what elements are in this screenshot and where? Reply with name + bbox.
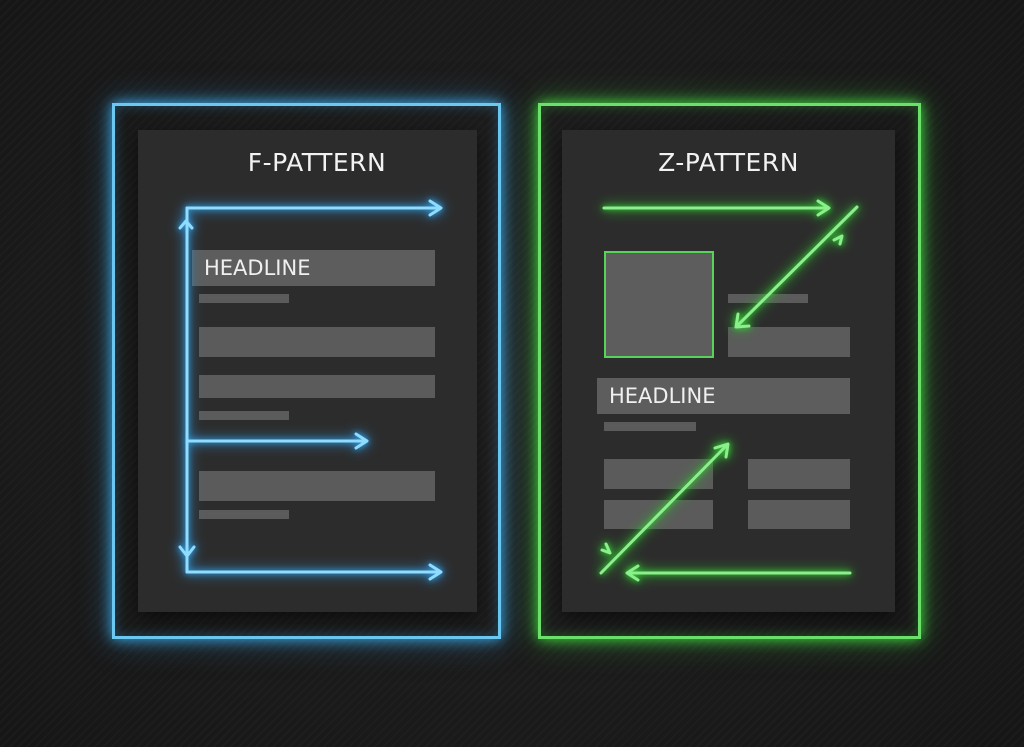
z-pattern-text-block (748, 500, 850, 529)
z-small-lower-arrowhead-icon (600, 542, 612, 555)
f-pattern-text-line (199, 510, 289, 519)
f-pattern-title: F-PATTERN (247, 148, 387, 177)
f-pattern-text-block (199, 375, 435, 398)
f-pattern-text-line (199, 411, 289, 420)
z-pattern-text-block (604, 459, 713, 489)
z-pattern-image-placeholder (604, 251, 714, 358)
z-lower-diagonal-arrowhead-icon (713, 442, 730, 459)
f-pattern-text-line (199, 294, 289, 303)
z-bottom-arrowhead-icon (625, 564, 640, 582)
z-pattern-text-line (604, 422, 696, 431)
z-pattern-text-line (728, 294, 808, 303)
z-pattern-text-block (748, 459, 850, 489)
f-pattern-headline: HEADLINE (192, 250, 435, 286)
z-pattern-page (562, 130, 895, 612)
z-pattern-reading-path (599, 199, 859, 582)
z-pattern-text-block (728, 327, 850, 357)
z-pattern-title: Z-PATTERN (658, 148, 799, 177)
z-pattern-headline: HEADLINE (597, 378, 850, 414)
z-diagonal-line (735, 205, 859, 328)
f-pattern-text-block (199, 471, 435, 501)
f-pattern-page (138, 130, 477, 612)
f-vertical-up-arrow-icon (178, 219, 194, 230)
z-top-arrowhead-icon (816, 199, 831, 217)
z-lower-diagonal-line (599, 443, 729, 575)
f-top-arrowhead-icon (428, 199, 443, 217)
z-small-diagonal-arrowhead-icon (832, 234, 844, 246)
z-pattern-frame (538, 103, 921, 639)
f-pattern-frame (112, 103, 501, 639)
f-middle-arrowhead-icon (354, 432, 369, 450)
f-pattern-text-block (199, 327, 435, 357)
f-pattern-reading-path (178, 199, 443, 581)
f-vertical-down-arrow-icon (178, 545, 196, 558)
z-diagonal-arrowhead-icon (734, 312, 751, 329)
f-bottom-arrowhead-icon (428, 563, 443, 581)
